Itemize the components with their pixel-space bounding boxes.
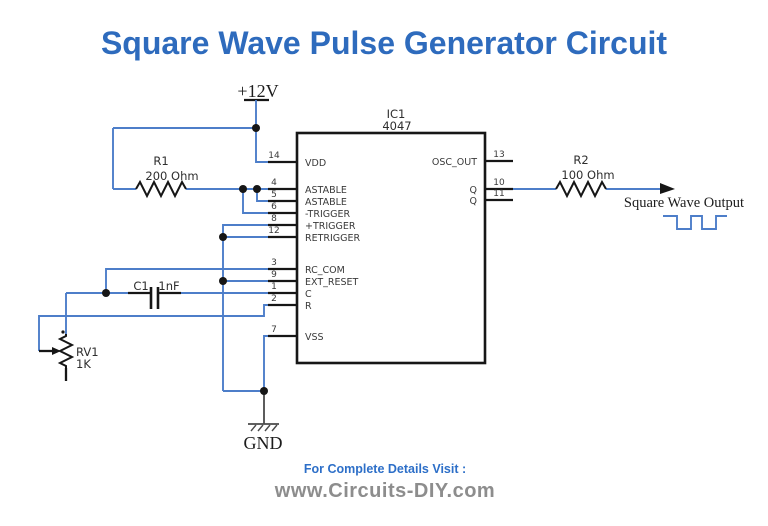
pin-name: OSC_OUT xyxy=(432,157,477,168)
wire-pin6 xyxy=(242,189,268,214)
junction-dot xyxy=(252,124,260,132)
potentiometer-rv1: RV1 1K xyxy=(39,330,99,381)
ic-left-pin-names: VDD ASTABLE ASTABLE -TRIGGER +TRIGGER RE… xyxy=(305,158,361,343)
rv1-zigzag xyxy=(57,334,75,368)
rv1-ref: RV1 xyxy=(76,345,99,359)
rv1-value: 1K xyxy=(76,357,91,371)
power-symbol: +12V xyxy=(237,81,279,128)
ground-symbol: GND xyxy=(244,391,283,453)
gnd-hatches xyxy=(250,424,278,432)
wire-vdd-pin14 xyxy=(255,128,268,163)
power-label: +12V xyxy=(237,81,278,101)
footer: For Complete Details Visit : www.Circuit… xyxy=(274,462,495,502)
capacitor-c1: C1 1nF xyxy=(128,279,181,309)
pin-name: +TRIGGER xyxy=(305,221,356,232)
ic-4047: IC1 4047 14 4 5 6 8 xyxy=(268,107,513,365)
rv1-wiper-arrow-icon xyxy=(52,347,61,355)
junction-dot xyxy=(239,185,247,193)
pin-name: Q xyxy=(470,185,477,196)
r2-value: 100 Ohm xyxy=(561,168,614,182)
ic-right-pin-numbers: 13 10 11 xyxy=(493,150,505,199)
pin-name: Q xyxy=(470,196,477,207)
pin-name: VDD xyxy=(305,158,326,169)
pin-name: -TRIGGER xyxy=(305,209,350,220)
pin-name: RETRIGGER xyxy=(305,233,361,244)
pin-number: 9 xyxy=(271,270,277,280)
gnd-label: GND xyxy=(244,433,283,453)
footer-website-text: www.Circuits-DIY.com xyxy=(274,480,495,502)
wire-vss xyxy=(263,335,268,391)
resistor-r2-zigzag xyxy=(555,179,607,199)
pin-name: RC_COM xyxy=(305,265,345,276)
pin-name: EXT_RESET xyxy=(305,277,359,288)
r2-ref: R2 xyxy=(573,153,588,167)
footer-visit-text: For Complete Details Visit : xyxy=(304,462,466,476)
junction-dot xyxy=(253,185,261,193)
pin-name: R xyxy=(305,301,312,312)
pin-number: 13 xyxy=(493,150,504,160)
ic-left-pin-stubs xyxy=(268,160,298,338)
pin-number: 10 xyxy=(493,178,505,188)
resistor-r1: R1 200 Ohm xyxy=(135,154,199,199)
junction-dot xyxy=(219,277,227,285)
ic-body xyxy=(295,131,487,365)
pin-number: 5 xyxy=(271,190,277,200)
ic-left-pin-numbers: 14 4 5 6 8 12 3 9 1 2 7 xyxy=(268,151,280,335)
pin-number: 14 xyxy=(268,151,280,161)
junction-dot xyxy=(260,387,268,395)
r1-ref: R1 xyxy=(153,154,168,168)
junction-dots xyxy=(102,124,268,395)
pin-number: 6 xyxy=(271,202,277,212)
pin-number: 4 xyxy=(271,178,277,188)
output-label: Square Wave Output xyxy=(624,195,744,211)
pin-number: 2 xyxy=(271,294,277,304)
ic-ref: IC1 xyxy=(387,107,406,121)
pin-number: 8 xyxy=(271,214,277,224)
resistor-r1-zigzag xyxy=(135,179,187,199)
pin-name: VSS xyxy=(305,332,324,343)
c1-ref: C1 xyxy=(133,279,148,293)
pin-name: ASTABLE xyxy=(305,185,347,196)
rv1-top-mark xyxy=(61,330,65,334)
square-wave-icon xyxy=(663,215,727,230)
output-group: Square Wave Output xyxy=(624,183,744,230)
resistor-r2: R2 100 Ohm xyxy=(555,153,615,199)
pin-name: C xyxy=(305,289,312,300)
pin-name: ASTABLE xyxy=(305,197,347,208)
ic-right-pin-stubs xyxy=(484,159,513,202)
pin-number: 1 xyxy=(271,282,277,292)
page-title: Square Wave Pulse Generator Circuit xyxy=(101,25,667,61)
pin-number: 11 xyxy=(493,189,504,199)
junction-dot xyxy=(219,233,227,241)
pin-number: 3 xyxy=(271,258,277,268)
output-arrow-icon xyxy=(660,183,675,194)
wire-pin3-rc-com xyxy=(105,268,268,293)
ic-part: 4047 xyxy=(382,119,411,133)
pin-number: 7 xyxy=(271,325,277,335)
c1-value: 1nF xyxy=(158,279,179,293)
r1-value: 200 Ohm xyxy=(145,169,198,183)
junction-dot xyxy=(102,289,110,297)
ic-right-pin-names: OSC_OUT Q Q xyxy=(432,157,477,207)
wires xyxy=(38,127,662,392)
pin-number: 12 xyxy=(268,226,279,236)
wire-pin2-wiper xyxy=(38,304,268,351)
wire-pin8-vertical xyxy=(222,224,268,391)
